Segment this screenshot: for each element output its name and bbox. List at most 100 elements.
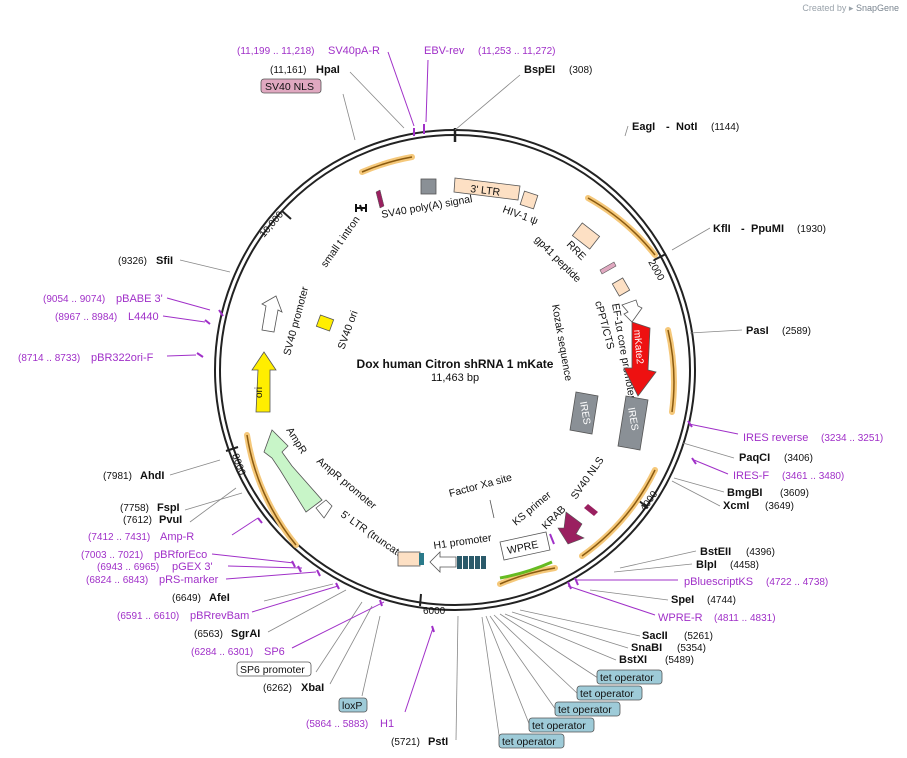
orf-arrows xyxy=(246,156,675,585)
feature-ampr-promoter-arrow[interactable] xyxy=(315,499,333,519)
sv40-nls-box[interactable]: SV40 NLS xyxy=(260,78,322,94)
primer-amp-r[interactable]: (7412 .. 7431) Amp-R xyxy=(88,531,194,543)
primer-sv40pa-r[interactable]: (11,199 .. 11,218) SV40pA-R xyxy=(237,45,380,57)
svg-text:SfiI: SfiI xyxy=(156,255,173,267)
svg-text:-: - xyxy=(741,223,745,235)
site-xcmi[interactable]: XcmI (3649) xyxy=(723,500,794,512)
feature-rre[interactable] xyxy=(571,222,601,250)
svg-text:tet operator: tet operator xyxy=(580,688,634,700)
feature-ltr5-teal[interactable] xyxy=(419,553,424,565)
tet-operator-box-5[interactable]: tet operator xyxy=(498,733,565,749)
primer-ires-f[interactable]: IRES-F (3461 .. 3480) xyxy=(733,470,844,482)
map-title: Dox human Citron shRNA 1 mKate xyxy=(357,357,554,371)
primer-pbrforeco[interactable]: (7003 .. 7021) pBRforEco xyxy=(81,549,207,561)
tet-operator-box-2[interactable]: tet operator xyxy=(576,685,643,701)
site-spei[interactable]: SpeI (4744) xyxy=(671,594,736,606)
label-factor-xa: Factor Xa site xyxy=(448,472,514,500)
label-small-t: small t intron xyxy=(319,214,363,270)
primer-pbabe3[interactable]: (9054 .. 9074) pBABE 3' xyxy=(43,293,163,305)
site-fspi[interactable]: (7758) FspI xyxy=(120,502,180,514)
site-sfii[interactable]: (9326) SfiI xyxy=(118,255,173,267)
feature-ires-inner[interactable]: IRES xyxy=(569,391,599,435)
site-bspei[interactable]: BspEI (308) xyxy=(524,64,592,76)
feature-sv40-polya-arrow[interactable] xyxy=(375,189,385,209)
svg-text:(11,199 .. 11,218): (11,199 .. 11,218) xyxy=(237,46,314,57)
primer-pbluescriptks[interactable]: pBluescriptKS (4722 .. 4738) xyxy=(684,576,828,588)
site-blpi[interactable]: BlpI (4458) xyxy=(696,559,759,571)
svg-text:IRES reverse: IRES reverse xyxy=(743,432,808,444)
feature-ori[interactable]: ori xyxy=(251,351,277,413)
svg-text:pBluescriptKS: pBluescriptKS xyxy=(684,576,753,588)
feature-small-t-icon[interactable] xyxy=(355,204,367,212)
primer-pbr322ori-f[interactable]: (8714 .. 8733) pBR322ori-F xyxy=(18,352,154,364)
primer-ires-reverse[interactable]: IRES reverse (3234 .. 3251) xyxy=(743,432,883,444)
svg-text:(7003 .. 7021): (7003 .. 7021) xyxy=(81,550,143,561)
primer-prs-marker[interactable]: (6824 .. 6843) pRS-marker xyxy=(86,574,219,586)
feature-ltr3-small[interactable] xyxy=(519,190,539,210)
feature-sv40-nls-arrow[interactable] xyxy=(584,504,598,516)
svg-text:pRS-marker: pRS-marker xyxy=(159,574,219,586)
primers: (11,199 .. 11,218) SV40pA-R EBV-rev (11,… xyxy=(18,45,883,730)
site-paqci[interactable]: PaqCI (3406) xyxy=(739,452,813,464)
site-xbai[interactable]: (6262) XbaI xyxy=(263,682,324,694)
primer-ticks xyxy=(196,124,697,633)
primer-wpre-r[interactable]: WPRE-R (4811 .. 4831) xyxy=(658,612,776,624)
primer-ebv-rev[interactable]: EBV-rev (11,253 .. 11,272) xyxy=(424,45,555,57)
primer-sp6[interactable]: (6284 .. 6301) SP6 xyxy=(191,646,285,658)
site-sacii[interactable]: SacII (5261) xyxy=(642,630,713,642)
feature-tet-boxes[interactable] xyxy=(457,556,486,569)
svg-text:(6943 .. 6965): (6943 .. 6965) xyxy=(97,562,159,573)
feature-ampr[interactable]: AmpR xyxy=(263,425,323,513)
feature-grey-box-top[interactable] xyxy=(420,178,437,195)
feature-sv40-ori[interactable] xyxy=(315,314,335,332)
svg-text:PpuMI: PpuMI xyxy=(751,223,784,235)
site-hpai[interactable]: (11,161) HpaI xyxy=(270,64,340,76)
site-ahdi[interactable]: (7981) AhdI xyxy=(103,470,164,482)
site-pasi[interactable]: PasI (2589) xyxy=(746,325,811,337)
svg-text:SP6 promoter: SP6 promoter xyxy=(240,664,305,676)
svg-text:(5489): (5489) xyxy=(665,655,694,666)
site-bstxi[interactable]: BstXI (5489) xyxy=(619,654,694,666)
tet-operator-box-1[interactable]: tet operator xyxy=(596,669,663,685)
svg-text:(2589): (2589) xyxy=(782,326,811,337)
svg-text:(4396): (4396) xyxy=(746,547,775,558)
tet-operator-box-3[interactable]: tet operator xyxy=(554,701,621,717)
feature-ef1a-arrow[interactable] xyxy=(621,299,643,323)
site-eagi-noti[interactable]: EagI - NotI (1144) xyxy=(632,121,739,133)
primer-pgex3[interactable]: (6943 .. 6965) pGEX 3' xyxy=(97,561,213,573)
primer-h1[interactable]: (5864 .. 5883) H1 xyxy=(306,718,394,730)
site-pvui[interactable]: (7612) PvuI xyxy=(123,514,182,526)
feature-cppt[interactable] xyxy=(611,277,631,297)
svg-text:(4458): (4458) xyxy=(730,560,759,571)
sp6-promoter-box[interactable]: SP6 promoter xyxy=(236,661,312,677)
site-snabi[interactable]: SnaBI (5354) xyxy=(631,642,706,654)
site-kfli-ppumi[interactable]: KflI - PpuMI (1930) xyxy=(713,223,826,235)
feature-krab[interactable] xyxy=(557,511,585,545)
feature-wpre[interactable]: WPRE xyxy=(499,531,551,561)
feature-ltr3[interactable]: 3' LTR xyxy=(453,177,521,201)
svg-text:(8714 .. 8733): (8714 .. 8733) xyxy=(18,353,80,364)
label-sv40-polya: SV40 poly(A) signal xyxy=(380,193,473,221)
site-bsteii[interactable]: BstEII (4396) xyxy=(700,546,775,558)
feature-gp41-arrow[interactable] xyxy=(599,261,617,275)
svg-text:PasI: PasI xyxy=(746,325,769,337)
tet-operator-box-4[interactable]: tet operator xyxy=(528,717,595,733)
svg-text:pBABE 3': pBABE 3' xyxy=(116,293,163,305)
svg-text:(4811 .. 4831): (4811 .. 4831) xyxy=(714,613,776,624)
primer-l4440[interactable]: (8967 .. 8984) L4440 xyxy=(55,311,159,323)
feature-ires-outer[interactable]: IRES xyxy=(617,395,649,451)
feature-ltr5[interactable] xyxy=(397,551,421,567)
site-sgrai[interactable]: (6563) SgrAI xyxy=(194,628,260,640)
svg-text:(3649): (3649) xyxy=(765,501,794,512)
site-bmgbi[interactable]: BmgBI (3609) xyxy=(727,487,809,499)
feature-wpre-green-arrow[interactable] xyxy=(499,560,553,580)
feature-h1-arrow[interactable] xyxy=(429,551,457,573)
svg-text:pBRrevBam: pBRrevBam xyxy=(190,610,249,622)
site-psti[interactable]: (5721) PstI xyxy=(391,736,448,748)
loxp-box[interactable]: loxP xyxy=(338,697,368,713)
site-afei[interactable]: (6649) AfeI xyxy=(172,592,230,604)
primer-pbrrevbam[interactable]: (6591 .. 6610) pBRrevBam xyxy=(117,610,249,622)
feature-mkate2[interactable]: mKate2 xyxy=(623,321,657,397)
feature-sv40-promoter-arrow[interactable] xyxy=(261,295,283,333)
svg-text:(6284 .. 6301): (6284 .. 6301) xyxy=(191,647,253,658)
